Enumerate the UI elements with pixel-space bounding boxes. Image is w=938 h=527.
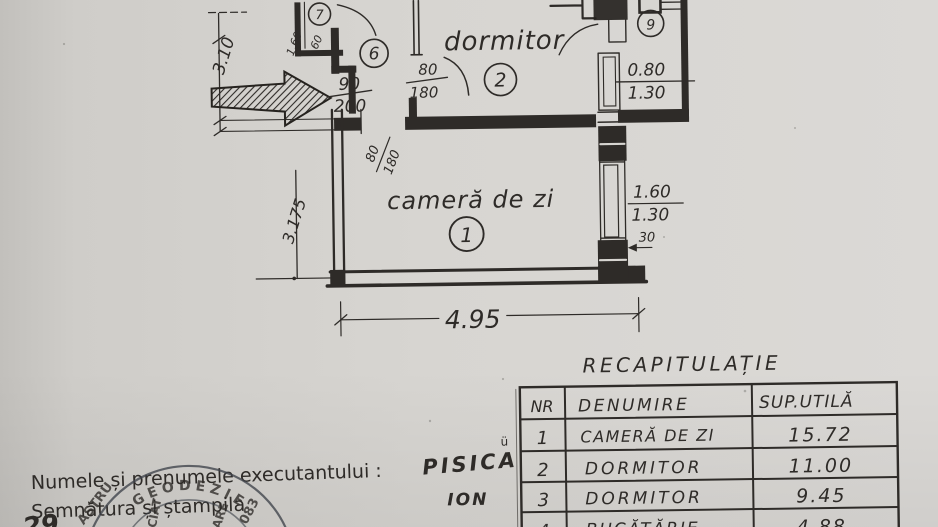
svg-text:80: 80 <box>418 60 437 78</box>
room-living-number-badge: 1 <box>448 216 485 252</box>
svg-text:1: 1 <box>537 428 549 449</box>
table-row: 2 DORMITOR 11.00 <box>537 455 853 481</box>
paper-specks <box>62 42 796 423</box>
room-dormitor-label: dormitor <box>444 26 566 58</box>
recap-title: RECAPITULAȚIE <box>582 351 781 378</box>
svg-text:2: 2 <box>494 69 506 91</box>
svg-text:3: 3 <box>537 490 549 511</box>
col-header-sup-utila: SUP.UTILĂ <box>759 390 854 413</box>
svg-text:2: 2 <box>537 460 549 481</box>
room-7-number-badge: 7 <box>307 2 332 26</box>
svg-text:BUCĂTĂRIE: BUCĂTĂRIE <box>586 517 700 527</box>
door-swing-arc-top <box>336 4 377 36</box>
svg-text:0.80: 0.80 <box>627 60 665 81</box>
dimension-4-95: 4.95 <box>334 297 646 337</box>
svg-text:4: 4 <box>538 521 550 527</box>
svg-text:4.95: 4.95 <box>445 305 501 335</box>
stray-mark: ü <box>500 434 508 448</box>
table-row: 4 BUCĂTĂRIE 4.88 <box>538 516 847 527</box>
room-9-bottom-wall <box>597 108 690 123</box>
svg-text:1.60: 1.60 <box>633 182 671 203</box>
partition-wall <box>410 0 423 56</box>
svg-text:1.30: 1.30 <box>628 83 666 104</box>
living-room-window <box>597 125 629 283</box>
recapitulation-section: RECAPITULAȚIE NR DENUMIRE SUP.UTILĂ 1 CA… <box>515 351 901 527</box>
entrance-arrow-icon <box>210 69 333 128</box>
col-header-denumire: DENUMIRE <box>578 395 690 417</box>
stamp-fragment-right: ARE <box>209 501 231 527</box>
col-header-nr: NR <box>530 397 553 416</box>
svg-text:DORMITOR: DORMITOR <box>585 458 703 480</box>
window-size-080-130: 0.80 1.30 <box>615 60 696 104</box>
stamp-fragment-mid: CIAT <box>145 496 165 527</box>
svg-text:15.72: 15.72 <box>788 424 853 447</box>
window-size-160-130: 1.60 1.30 30 <box>627 182 684 252</box>
hall-number-badge: 6 <box>359 38 389 69</box>
svg-text:30: 30 <box>639 230 656 245</box>
room-living-label: cameră de zi <box>387 185 555 215</box>
top-wall-fragments <box>549 0 690 120</box>
svg-text:7: 7 <box>315 8 324 23</box>
table-row: 1 CAMERĂ DE ZI 15.72 <box>537 424 853 449</box>
executor-last-name: ION <box>447 490 488 511</box>
room-dormitor-number-badge: 2 <box>483 62 518 97</box>
svg-text:DORMITOR: DORMITOR <box>585 488 703 510</box>
room-9-number-badge: 9 <box>636 9 665 38</box>
recap-table: NR DENUMIRE SUP.UTILĂ 1 CAMERĂ DE ZI 15.… <box>515 380 901 527</box>
door-swing-arc-room9 <box>558 23 599 56</box>
living-top-wall <box>334 97 597 135</box>
table-row: 3 DORMITOR 9.45 <box>537 485 846 511</box>
svg-text:1: 1 <box>460 223 473 247</box>
floorplan-drawing: 3.10 90 200 1.60 60 <box>207 0 696 337</box>
svg-text:11.00: 11.00 <box>789 455 854 478</box>
extension-lines <box>219 118 345 133</box>
svg-text:CAMERĂ DE ZI: CAMERĂ DE ZI <box>580 426 715 447</box>
svg-text:80: 80 <box>363 144 383 165</box>
svg-text:4.88: 4.88 <box>796 516 847 527</box>
svg-text:9.45: 9.45 <box>796 485 847 508</box>
door-size-80-180-dormitor: 80 180 <box>405 56 470 102</box>
svg-text:180: 180 <box>410 83 439 101</box>
svg-text:1.30: 1.30 <box>631 205 669 226</box>
room-7-walls <box>294 1 357 114</box>
dim-60-small: 60 <box>308 33 326 51</box>
svg-text:9: 9 <box>646 17 655 33</box>
handwritten-number: 29 <box>21 509 60 527</box>
svg-text:6: 6 <box>369 44 380 64</box>
